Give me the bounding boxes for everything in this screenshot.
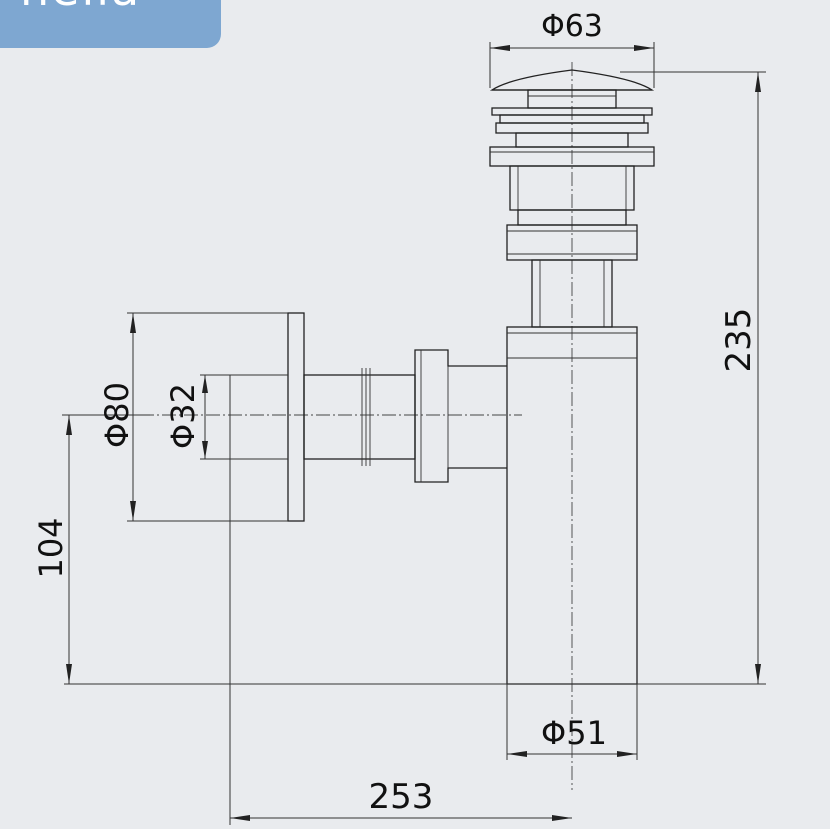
bottom-diameter-label: Φ51 xyxy=(541,714,607,752)
dim-flange-diameter xyxy=(127,312,288,522)
drain-cap xyxy=(489,69,655,226)
tab-label: nella xyxy=(20,0,141,16)
dim-bottom-diameter xyxy=(506,684,638,760)
dim-outlet-height xyxy=(62,414,150,684)
outlet-diameter-label: Φ32 xyxy=(164,383,202,449)
dim-total-height xyxy=(620,71,766,684)
total-height-label: 235 xyxy=(719,308,759,373)
flange-diameter-label: Φ80 xyxy=(98,382,136,448)
dim-outlet-diameter xyxy=(200,374,232,460)
horizontal-length-label: 253 xyxy=(369,777,434,817)
top-diameter-label: Φ63 xyxy=(541,9,603,44)
header-tab: nella xyxy=(0,0,221,48)
outlet-height-label: 104 xyxy=(32,517,70,578)
side-outlet xyxy=(230,312,507,522)
dim-top-diameter xyxy=(489,42,655,88)
dim-horizontal-length xyxy=(229,375,572,825)
